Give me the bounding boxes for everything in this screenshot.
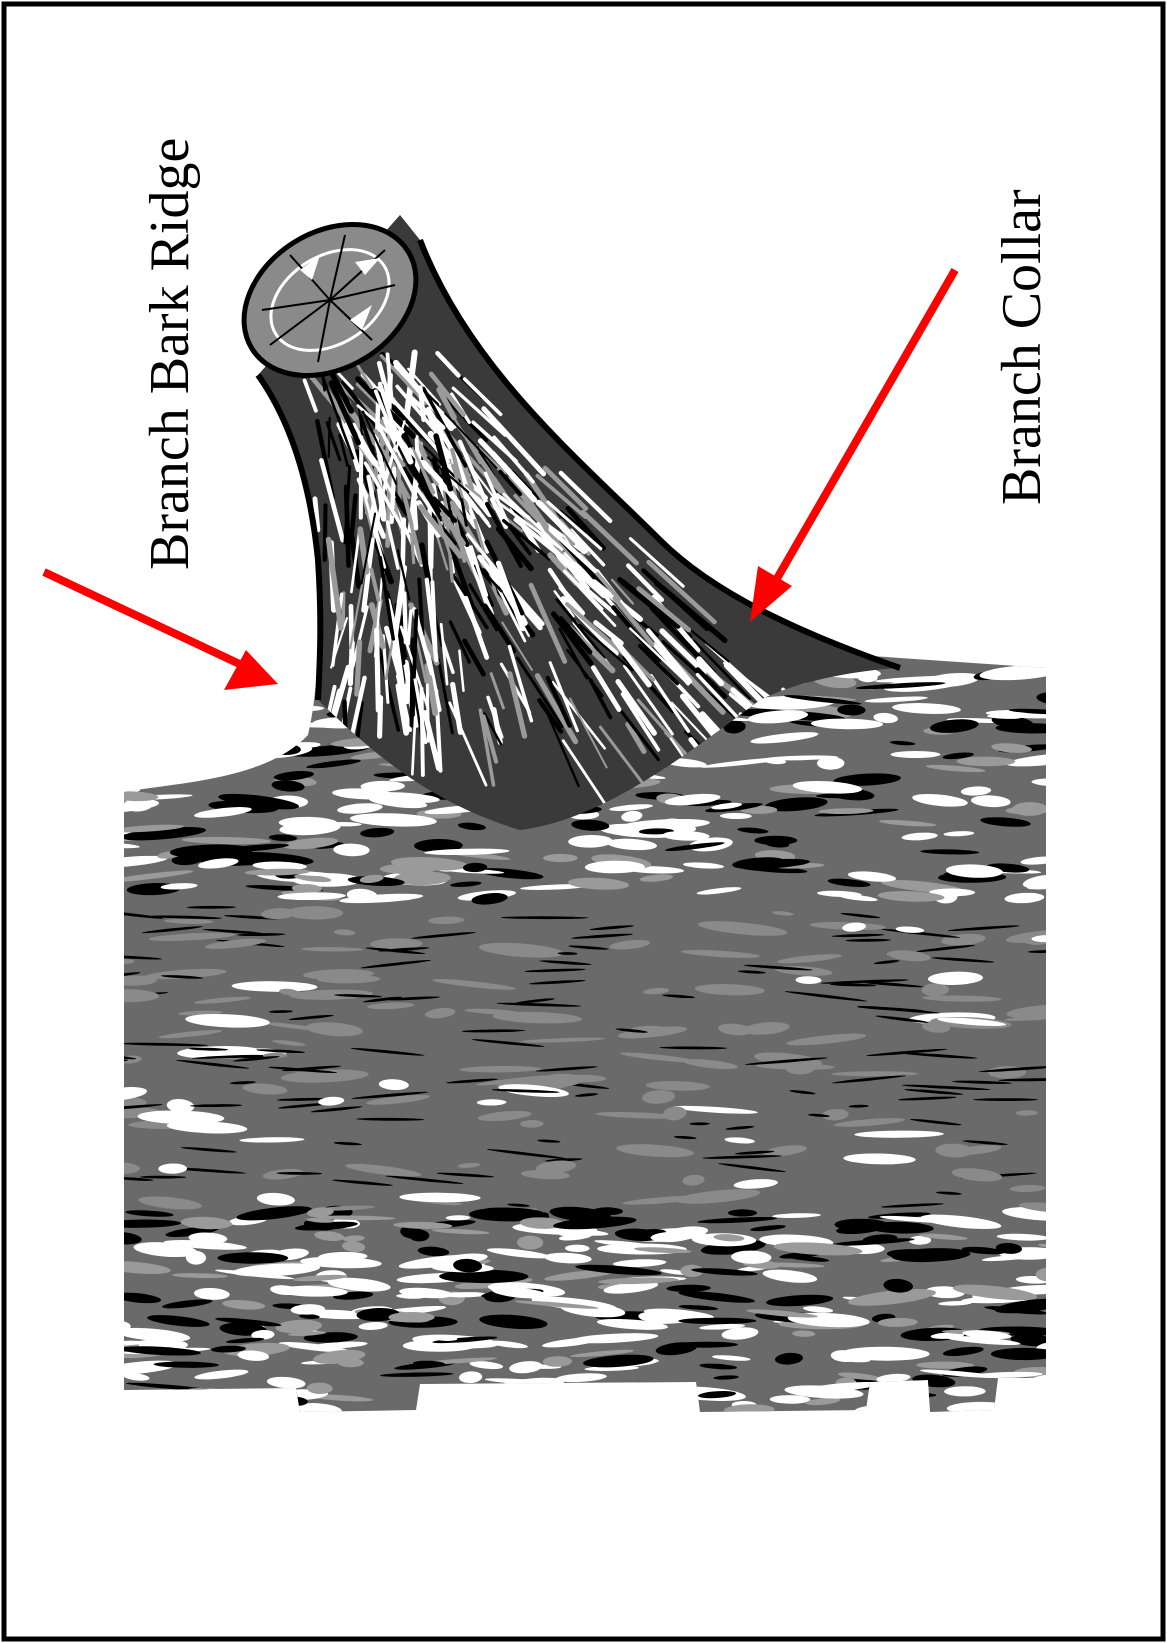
label-branch-collar: Branch Collar (991, 189, 1053, 505)
label-branch-bark-ridge: Branch Bark Ridge (139, 138, 201, 570)
